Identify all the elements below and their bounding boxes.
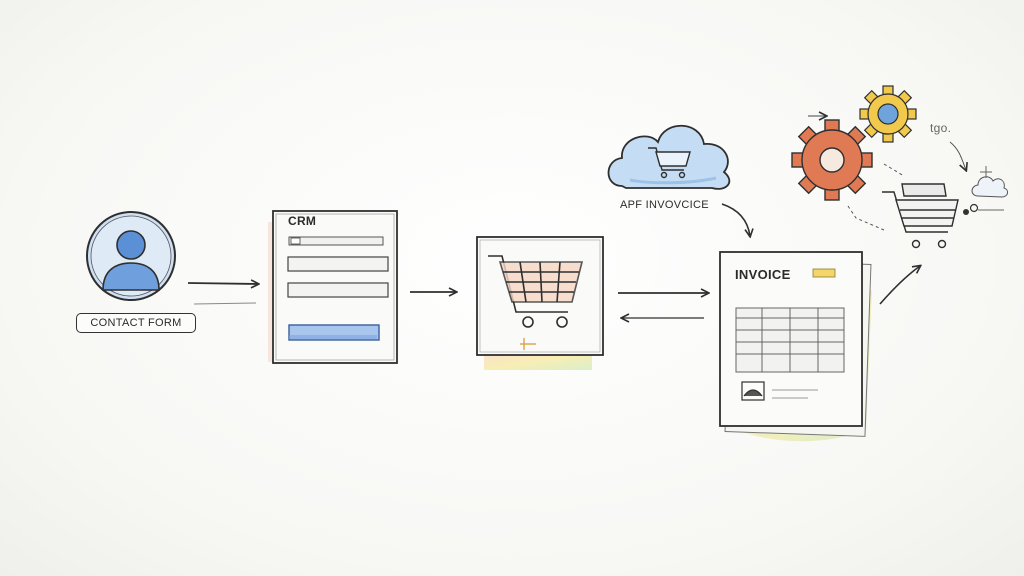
shopping-cart-icon bbox=[882, 183, 959, 249]
gear-icon bbox=[791, 119, 873, 201]
api-invoice-label: APF INVOVCICE bbox=[620, 199, 709, 211]
cart-card bbox=[476, 236, 604, 370]
gear-icon bbox=[859, 85, 917, 143]
arrow-right-icon bbox=[187, 283, 258, 284]
corner-tag-label: tgo. bbox=[930, 121, 952, 135]
user-avatar-icon bbox=[86, 211, 176, 301]
key-icon bbox=[963, 203, 1004, 215]
contact-form-label: CONTACT FORM bbox=[76, 313, 196, 333]
invoice-document bbox=[719, 251, 872, 442]
invoice-label: INVOICE bbox=[735, 267, 791, 282]
arrow-down-icon bbox=[721, 203, 750, 236]
arrow-up-right-icon bbox=[879, 266, 920, 305]
crm-form-card bbox=[268, 210, 398, 364]
crm-label: CRM bbox=[288, 214, 317, 228]
small-cloud-icon bbox=[971, 166, 1009, 198]
cloud-cart-icon bbox=[607, 124, 731, 190]
connector-line bbox=[193, 302, 257, 305]
shopping-cart-icon bbox=[488, 255, 584, 328]
